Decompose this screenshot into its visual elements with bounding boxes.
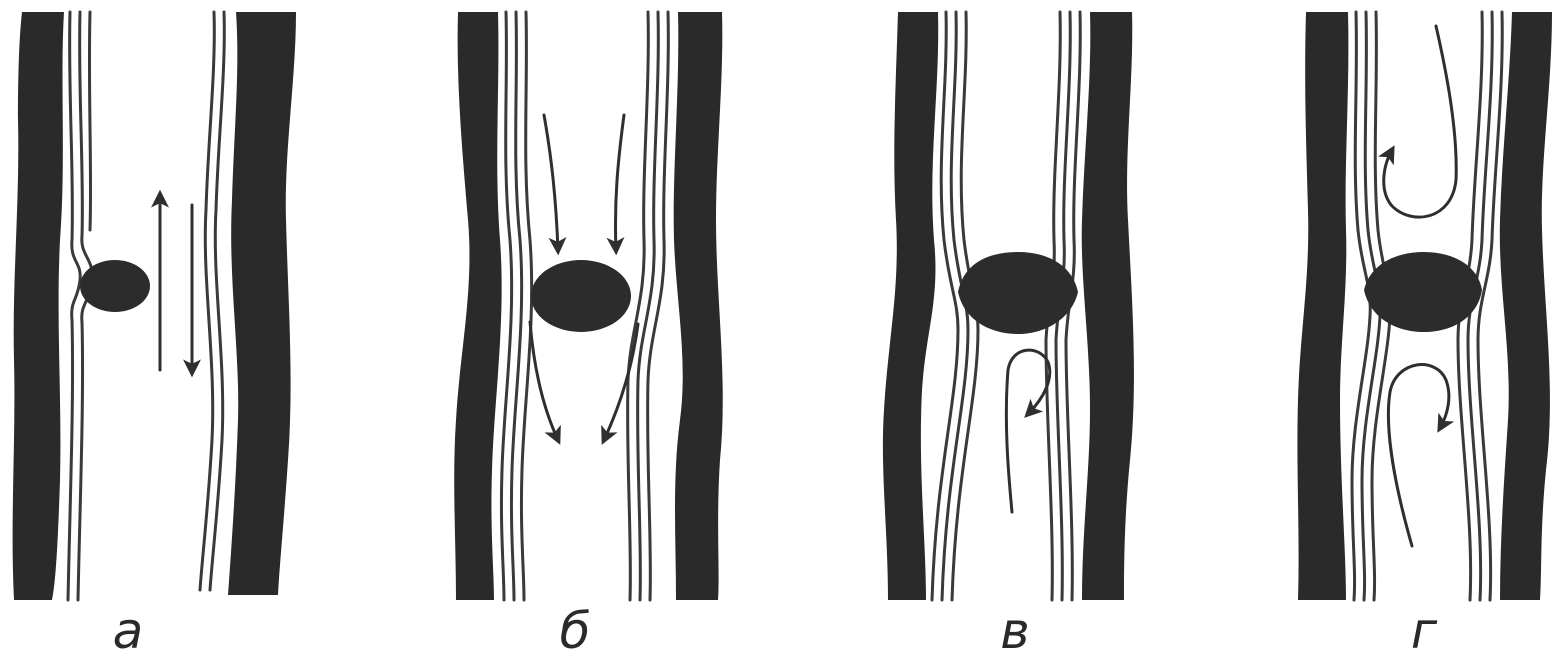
arrow-flow [544, 115, 558, 250]
thrombus [531, 260, 631, 332]
panel-label: в [1000, 602, 1029, 659]
vessel-wall-left [454, 12, 501, 600]
intima-line [521, 12, 531, 600]
panel-b: б [454, 12, 723, 659]
vessel-wall-left [1297, 12, 1348, 600]
thrombus [1364, 252, 1482, 332]
thrombus [80, 260, 150, 312]
arrow-reflux [1388, 365, 1448, 546]
intima-line [68, 12, 80, 600]
arrow-flow [615, 115, 624, 250]
panel-label: а [113, 602, 144, 659]
vessel-wall-right [1500, 12, 1552, 600]
vessel-wall-right [674, 12, 723, 600]
arrow-flow [530, 322, 558, 440]
panel-d: г [1297, 12, 1552, 659]
panel-c: в [883, 12, 1134, 659]
vessel-wall-left [13, 12, 64, 600]
thrombus [958, 252, 1078, 334]
panel-label: г [1411, 602, 1438, 659]
intima-line [89, 12, 90, 230]
vessel-wall-left [883, 12, 938, 600]
panel-label: б [560, 602, 591, 659]
intima-line [200, 12, 214, 590]
panel-a: а [13, 12, 296, 659]
arrow-reflux [1006, 350, 1049, 512]
vessel-wall-right [228, 12, 296, 595]
vessel-wall-right [1082, 12, 1134, 600]
arrow-reflux [1384, 26, 1456, 217]
